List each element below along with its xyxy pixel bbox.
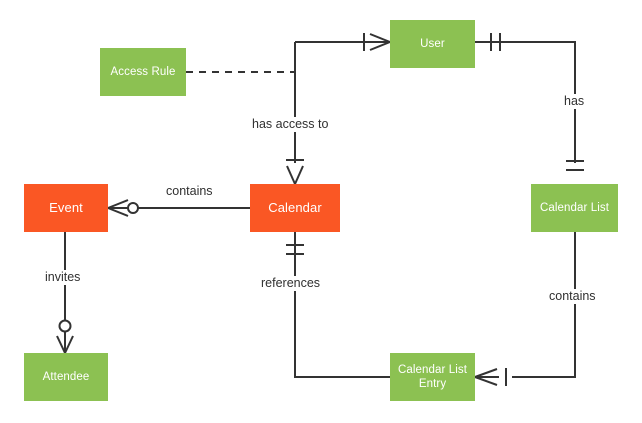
edge-label-contains-event: contains <box>163 184 216 199</box>
edge-label-has: has <box>561 94 588 109</box>
edge-label-references: references <box>258 276 324 291</box>
entity-calendar[interactable]: Calendar <box>250 184 340 232</box>
symbol-one-or-many-calendar-top-crow-a <box>286 165 296 185</box>
symbol-one-many-cle-right-crow-b <box>474 376 498 386</box>
symbol-zero-or-many-attendee-crow-a <box>56 335 66 354</box>
symbol-one-or-many-user-left-crow-a <box>369 33 391 43</box>
symbol-one-many-cle-right-crow-a <box>474 368 498 378</box>
symbol-zero-or-many-attendee-crow-b <box>64 335 74 354</box>
symbol-zero-circle-attendee <box>58 319 72 333</box>
edge-calendar-cle <box>294 232 390 378</box>
entity-user[interactable]: User <box>390 20 475 68</box>
edge-label-contains-list: contains <box>546 289 599 304</box>
symbol-zero-or-many-event-crow-a <box>107 199 129 209</box>
edge-label-has-access-to: has access to <box>249 117 332 132</box>
entity-access-rule-label: Access Rule <box>110 66 176 78</box>
entity-calendar-list[interactable]: Calendar List <box>531 184 618 232</box>
edge-label-invites: invites <box>42 270 84 285</box>
edge-label-has-access-to-text: has access to <box>252 117 329 131</box>
entity-calendar-list-entry[interactable]: Calendar List Entry <box>390 353 475 401</box>
entity-attendee-label: Attendee <box>42 371 90 383</box>
entity-access-rule[interactable]: Access Rule <box>100 48 186 96</box>
edge-label-has-text: has <box>564 94 585 108</box>
symbol-zero-or-many-event-crow-b <box>107 207 129 217</box>
edge-cle-calendarlist <box>512 232 576 378</box>
entity-attendee[interactable]: Attendee <box>24 353 108 401</box>
entity-user-label: User <box>420 38 445 50</box>
edge-label-contains-list-text: contains <box>549 289 596 303</box>
entity-calendar-label: Calendar <box>268 200 322 215</box>
symbol-zero-circle-event <box>127 202 139 214</box>
edge-label-references-text: references <box>261 276 321 290</box>
entity-calendar-list-entry-label: Calendar List Entry <box>397 364 468 390</box>
entity-calendar-list-label: Calendar List <box>539 202 610 214</box>
entity-event-label: Event <box>49 200 83 215</box>
symbol-one-or-many-user-left-crow-b <box>369 41 391 51</box>
symbol-one-or-many-calendar-top-crow-b <box>294 165 304 185</box>
entity-event[interactable]: Event <box>24 184 108 232</box>
edge-user-calendarlist <box>475 41 576 163</box>
edge-label-invites-text: invites <box>45 270 81 284</box>
edge-label-contains-event-text: contains <box>166 184 213 198</box>
